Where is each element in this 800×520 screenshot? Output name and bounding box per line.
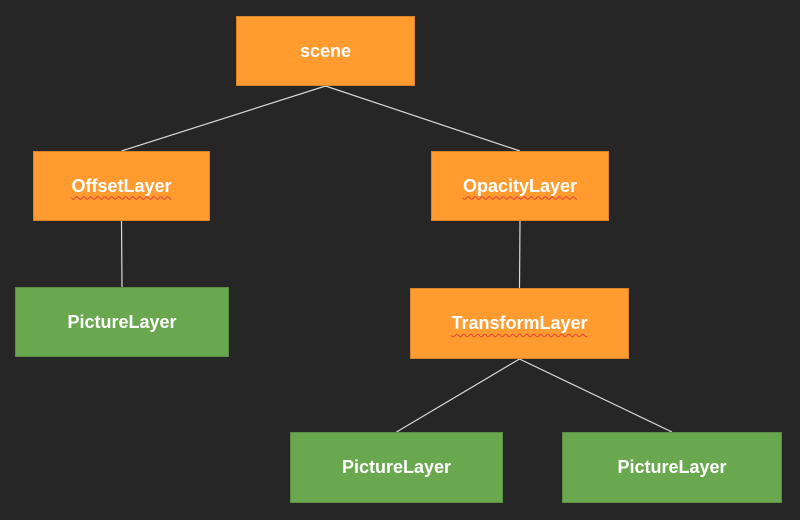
opacity-layer-node: OpacityLayer	[431, 151, 609, 221]
edge-opacity-layer-to-transform-layer	[518, 220, 521, 289]
picture-layer-node-2: PictureLayer	[290, 432, 503, 503]
picture-layer-node-2-label: PictureLayer	[341, 457, 452, 477]
scene-node: scene	[236, 16, 415, 86]
scene-node-label: scene	[299, 40, 352, 61]
picture-layer-node-3-label: PictureLayer	[617, 457, 727, 477]
transform-layer-node-label: TransformLayer	[451, 313, 588, 333]
edge-transform-layer-to-picture-layer-2	[396, 358, 520, 433]
picture-layer-node-1-label: PictureLayer	[67, 311, 177, 332]
picture-layer-node-3: PictureLayer	[562, 432, 782, 503]
edge-offset-layer-to-picture-layer-1	[120, 220, 123, 288]
picture-layer-node-1: PictureLayer	[15, 287, 229, 357]
edge-scene-to-offset-layer	[121, 85, 326, 152]
offset-layer-node-label: OffsetLayer	[71, 175, 172, 196]
edge-transform-layer-to-picture-layer-3	[519, 358, 673, 433]
edge-scene-to-opacity-layer	[325, 85, 521, 152]
opacity-layer-node-label: OpacityLayer	[462, 175, 578, 196]
offset-layer-node: OffsetLayer	[33, 151, 210, 221]
transform-layer-node: TransformLayer	[410, 288, 629, 359]
